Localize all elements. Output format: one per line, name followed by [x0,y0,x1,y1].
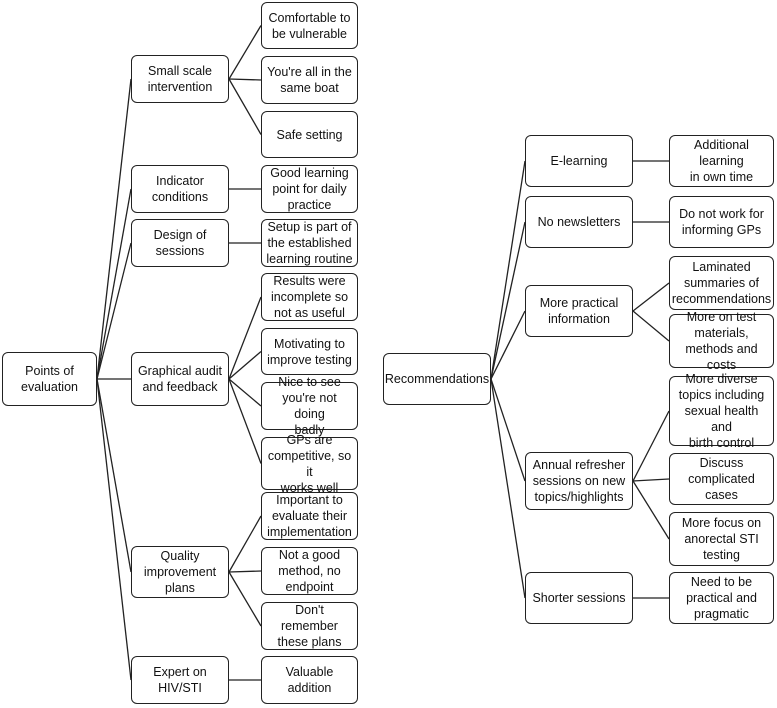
leaf-do-not-work-informing: Do not work for informing GPs [669,196,774,248]
leaf-important-to-evaluate: Important to evaluate their implementati… [261,492,358,540]
leaf-nice-to-see: Nice to see you're not doing badly [261,375,358,437]
leaf-dont-remember-plans: Don't remember these plans [261,602,358,650]
left-branch-to-leaf-line [228,25,262,80]
left-branch-to-leaf-line [228,378,262,407]
branch-small-scale-intervention: Small scale intervention [131,55,229,103]
branch-shorter-sessions: Shorter sessions [525,572,633,624]
left-branch-to-leaf-line [228,571,262,627]
left-root-to-branch-line [96,378,132,573]
root-points-of-evaluation: Points of evaluation [2,352,97,406]
branch-annual-refresher-sessions: Annual refresher sessions on new topics/… [525,452,633,510]
leaf-all-in-same-boat: You're all in the same boat [261,56,358,104]
left-branch-to-leaf-line [228,351,262,380]
right-branch-to-leaf-line [632,310,670,342]
left-branch-to-leaf-line [228,570,262,573]
left-branch-to-leaf-line [228,78,262,81]
left-root-to-branch-line [96,78,132,380]
leaf-laminated-summaries: Laminated summaries of recommendations [669,256,774,310]
left-branch-to-leaf-line [228,515,262,573]
right-branch-to-leaf-line [632,282,670,312]
left-root-to-branch-line [96,188,132,380]
leaf-discuss-complicated-cases: Discuss complicated cases [669,453,774,505]
leaf-additional-learning: Additional learning in own time [669,135,774,187]
branch-quality-improvement-plans: Quality improvement plans [131,546,229,598]
leaf-setup-learning-routine: Setup is part of the established learnin… [261,219,358,267]
right-root-to-branch-line [490,160,526,380]
branch-indicator-conditions: Indicator conditions [131,165,229,213]
branch-expert-hiv-sti: Expert on HIV/STI [131,656,229,704]
right-branch-to-leaf-line [632,410,670,482]
right-branch-to-leaf-line [632,480,670,540]
leaf-anorectal-sti-testing: More focus on anorectal STI testing [669,512,774,566]
right-root-to-branch-line [490,378,526,599]
leaf-comfortable-to-be-vulnerable: Comfortable to be vulnerable [261,2,358,49]
right-branch-to-leaf-line [632,478,670,482]
right-root-to-branch-line [490,310,526,380]
leaf-safe-setting: Safe setting [261,111,358,158]
leaf-valuable-addition: Valuable addition [261,656,358,704]
leaf-more-on-test-materials: More on test materials, methods and cost… [669,310,774,372]
leaf-good-learning-point: Good learning point for daily practice [261,165,358,213]
left-root-to-branch-line [96,378,132,681]
left-branch-to-leaf-line [228,378,262,464]
leaf-gps-competitive: GPs are competitive, so it works well [261,433,358,495]
root-recommendations: Recommendations [383,353,491,405]
left-root-to-branch-line [96,242,132,380]
leaf-results-incomplete: Results were incomplete so not as useful [261,273,358,321]
leaf-not-a-good-method: Not a good method, no endpoint [261,547,358,595]
branch-design-of-sessions: Design of sessions [131,219,229,267]
branch-e-learning: E-learning [525,135,633,187]
leaf-practical-pragmatic: Need to be practical and pragmatic [669,572,774,624]
right-root-to-branch-line [490,378,526,482]
leaf-motivating-to-improve: Motivating to improve testing [261,328,358,375]
branch-no-newsletters: No newsletters [525,196,633,248]
branch-more-practical-information: More practical information [525,285,633,337]
right-root-to-branch-line [490,221,526,380]
branch-graphical-audit-feedback: Graphical audit and feedback [131,352,229,406]
left-branch-to-leaf-line [228,78,262,135]
left-branch-to-leaf-line [228,296,262,380]
leaf-more-diverse-topics: More diverse topics including sexual hea… [669,372,774,450]
